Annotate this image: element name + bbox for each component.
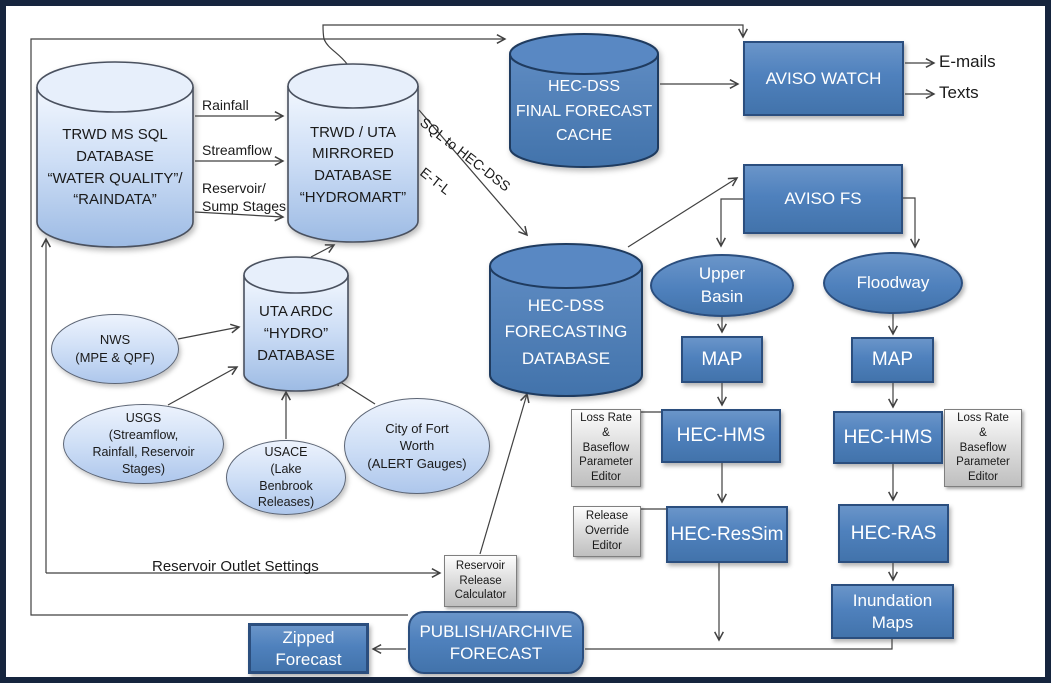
- inundation-maps-box: Inundation Maps: [831, 584, 954, 639]
- emails-output-label: E-mails: [939, 52, 996, 71]
- trwd-sql-database-label: TRWD MS SQL DATABASE “WATER QUALITY”/ “R…: [47, 126, 183, 209]
- final-forecast-cache-label: HEC-DSS FINAL FORECAST CACHE: [515, 77, 653, 145]
- city-of-fort-worth-ellipse: City of Fort Worth (ALERT Gauges): [344, 398, 490, 494]
- map-upper-basin-box: MAP: [681, 336, 763, 383]
- streamflow-arrow-label: Streamflow: [202, 142, 273, 158]
- hec-hms-upper-basin-box: HEC-HMS: [661, 409, 781, 463]
- etl-arrow-label: E-T-L: [417, 164, 454, 198]
- map-floodway-box: MAP: [851, 337, 934, 383]
- texts-output-label: Texts: [939, 83, 979, 102]
- reservoir-release-calculator-box: Reservoir Release Calculator: [444, 555, 517, 607]
- rainfall-arrow-label: Rainfall: [202, 97, 249, 113]
- forecasting-database-label: HEC-DSS FORECASTING DATABASE: [504, 295, 628, 368]
- reservoir-outlet-settings-label: Reservoir Outlet Settings: [152, 558, 319, 575]
- nws-ellipse: NWS (MPE & QPF): [51, 314, 179, 384]
- hec-hms-floodway-box: HEC-HMS: [833, 411, 943, 464]
- hec-ras-box: HEC-RAS: [838, 504, 949, 563]
- hydromart-database-label: TRWD / UTA MIRRORED DATABASE “HYDROMART”: [299, 123, 407, 206]
- uta-ardc-hydro-database-label: UTA ARDC “HYDRO” DATABASE: [257, 303, 335, 364]
- upper-basin-ellipse: Upper Basin: [650, 254, 794, 317]
- uta-ardc-hydro-database-cylinder: UTA ARDC “HYDRO” DATABASE: [243, 256, 349, 392]
- aviso-watch-box: AVISO WATCH: [743, 41, 904, 116]
- final-forecast-cache-cylinder: HEC-DSS FINAL FORECAST CACHE: [509, 33, 659, 169]
- publish-archive-forecast-box: PUBLISH/ARCHIVE FORECAST: [408, 611, 584, 674]
- reservoir-sump-stages-arrow-label: Reservoir/ Sump Stages: [202, 180, 287, 215]
- aviso-fs-box: AVISO FS: [743, 164, 903, 234]
- forecasting-database-cylinder: HEC-DSS FORECASTING DATABASE: [489, 243, 643, 398]
- hec-ressim-box: HEC-ResSim: [666, 506, 788, 563]
- floodway-ellipse: Floodway: [823, 252, 963, 314]
- loss-rate-baseflow-editor-left-box: Loss Rate & Baseflow Parameter Editor: [571, 409, 641, 487]
- loss-rate-baseflow-editor-right-box: Loss Rate & Baseflow Parameter Editor: [944, 409, 1022, 487]
- trwd-sql-database-cylinder: TRWD MS SQL DATABASE “WATER QUALITY”/ “R…: [36, 61, 194, 248]
- release-override-editor-box: Release Override Editor: [573, 506, 641, 557]
- usace-ellipse: USACE (Lake Benbrook Releases): [226, 440, 346, 515]
- usgs-ellipse: USGS (Streamflow, Rainfall, Reservoir St…: [63, 404, 224, 484]
- hydromart-database-cylinder: TRWD / UTA MIRRORED DATABASE “HYDROMART”: [287, 63, 419, 243]
- zipped-forecast-box: Zipped Forecast: [248, 623, 369, 674]
